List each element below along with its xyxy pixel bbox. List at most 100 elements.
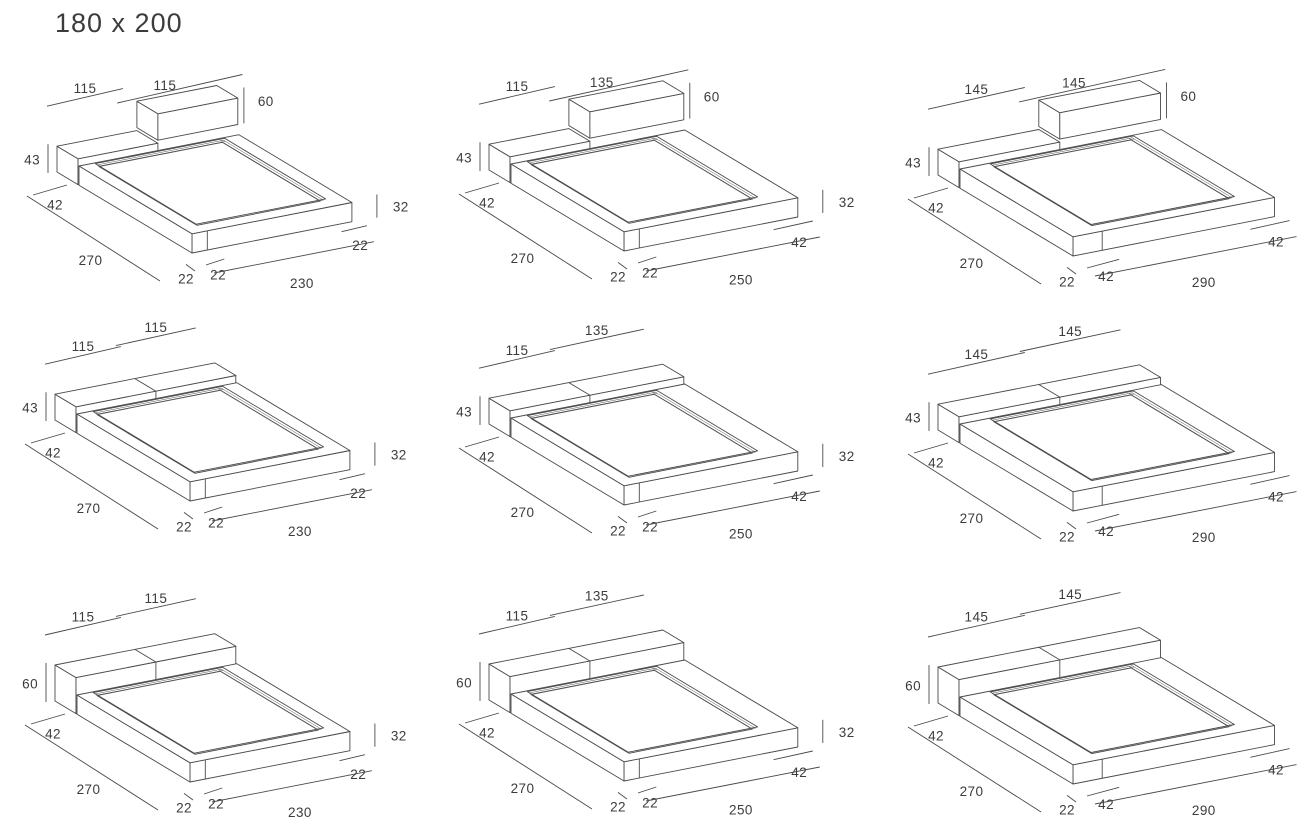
dim-left-rail-width: 22 (642, 796, 658, 811)
dim-line (913, 187, 949, 199)
dim-right-rail-width: 42 (791, 765, 807, 780)
frame-inner-opening (94, 137, 327, 225)
dim-line (464, 182, 500, 194)
dim-frame-height: 32 (839, 449, 855, 464)
dim-line (1094, 491, 1297, 532)
slat-gap-right (652, 391, 756, 454)
dim-line (211, 489, 372, 522)
dim-line (1019, 68, 1166, 103)
dim-line (907, 198, 1042, 285)
dim-headboard-left-width: 115 (506, 79, 529, 94)
dim-line (32, 184, 68, 196)
dim-line (478, 350, 556, 369)
dim-left-rail-width: 42 (1098, 797, 1114, 812)
dim-line (1066, 267, 1077, 275)
frame-top (510, 129, 799, 233)
dim-line (211, 770, 372, 803)
dim-line (30, 713, 66, 725)
frame-top (510, 659, 799, 763)
dim-right-rail-width: 42 (791, 235, 807, 250)
dim-right-rail-width: 22 (352, 238, 368, 253)
dim-headboard-right-width: 115 (154, 78, 177, 93)
dim-headboard-right-width: 135 (585, 323, 609, 338)
headrest-cushion-top (1038, 79, 1161, 114)
frame-inner-opening (989, 390, 1235, 480)
dim-line (1086, 786, 1120, 797)
page-title: 180 x 200 (55, 8, 183, 38)
dim-side-length: 270 (79, 253, 103, 268)
mattress-platform (96, 670, 319, 755)
dim-line (115, 598, 196, 617)
slat-gap-right (220, 139, 324, 202)
dim-headboard-height: 43 (456, 405, 472, 420)
dim-line (117, 74, 243, 104)
frame-inner-opening (989, 135, 1235, 225)
dim-bed-width: 250 (729, 803, 753, 818)
dim-right-rail-width: 42 (791, 489, 807, 504)
bed-diagram-bed-raised-headrest-290: 14514543604227022422904232 (905, 68, 1297, 290)
dim-foot-rail-depth: 22 (1059, 530, 1075, 545)
headboard-left-cushion-top (56, 130, 159, 160)
dim-side-length: 270 (960, 256, 984, 271)
dim-foot-rail-depth: 22 (176, 520, 192, 535)
dim-line (458, 447, 593, 534)
dim-line (907, 453, 1042, 540)
dim-bed-width: 290 (1192, 275, 1216, 290)
dim-line (637, 510, 657, 518)
dim-headboard-left-width: 145 (965, 610, 989, 625)
headboard-seam-top (1038, 384, 1061, 398)
headboard-top (488, 363, 685, 412)
dim-headboard-left-width: 115 (74, 81, 97, 96)
dim-line (645, 236, 820, 272)
dim-frame-height: 32 (393, 200, 409, 215)
mattress-platform (530, 669, 753, 754)
dim-bed-width: 250 (729, 527, 753, 542)
dim-right-rail-width: 42 (1268, 762, 1284, 777)
dim-line (458, 193, 593, 280)
dim-headboard-left-width: 115 (506, 343, 529, 358)
dim-line (205, 258, 225, 266)
dim-right-rail-width: 22 (350, 486, 366, 501)
dim-line (927, 614, 1025, 638)
slat-gap-right (652, 667, 756, 730)
dim-line (1094, 764, 1297, 805)
frame-top (510, 383, 799, 487)
headboard-left-cushion-top (937, 129, 1061, 163)
headrest-cushion-top (136, 85, 239, 115)
dim-bed-width: 230 (290, 276, 314, 291)
dim-bed-width: 250 (729, 273, 753, 288)
dim-line (478, 615, 556, 635)
dim-line (1066, 795, 1077, 803)
dim-line (1094, 236, 1297, 277)
dim-line (773, 750, 813, 761)
dim-left-rail-width: 42 (1098, 524, 1114, 539)
dim-headboard-left-width: 145 (965, 82, 989, 97)
dim-line (24, 443, 159, 530)
dim-right-rail-width: 42 (1268, 489, 1284, 504)
dim-line (44, 346, 122, 365)
dim-headboard-height: 43 (24, 153, 40, 168)
dim-line (24, 724, 159, 811)
dim-headboard-height: 43 (22, 401, 38, 416)
dim-line (549, 69, 689, 102)
dim-line (458, 723, 593, 810)
dim-line (913, 715, 949, 727)
dim-line (339, 754, 366, 762)
frame-inner-opening (526, 389, 759, 477)
dim-line (341, 225, 368, 233)
dim-line (478, 86, 556, 105)
dim-headboard-left-width: 145 (965, 347, 989, 362)
dim-line (115, 327, 196, 347)
dim-headboard-left-width: 115 (506, 609, 529, 624)
dim-headboard-height: 43 (905, 156, 921, 171)
headboard-seam-top (568, 382, 591, 396)
slat-gap-right (1128, 137, 1233, 199)
dim-bed-width: 290 (1192, 803, 1216, 818)
frame-top (959, 129, 1275, 238)
frame-inner-opening (92, 385, 325, 473)
dim-line (185, 264, 196, 272)
